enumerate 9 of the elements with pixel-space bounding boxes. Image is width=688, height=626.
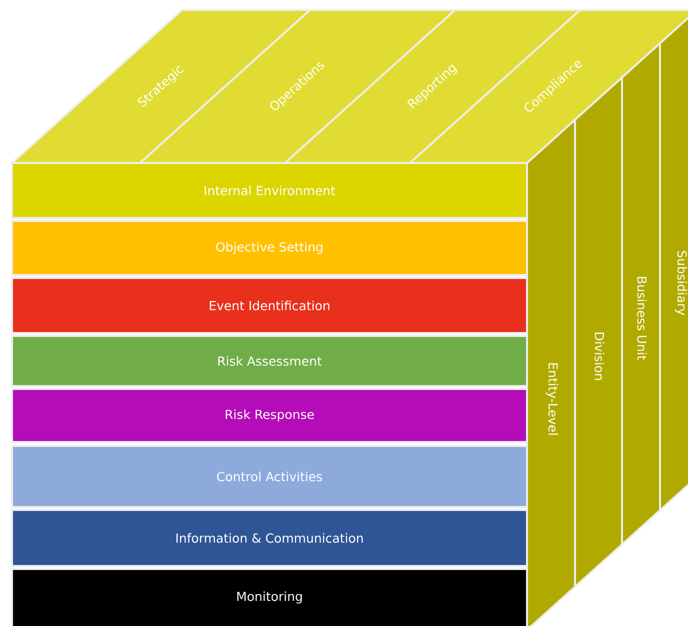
layer-band: Control Activities <box>11 445 528 508</box>
layer-band: Risk Assessment <box>11 334 528 387</box>
layer-band: Event Identification <box>11 277 528 334</box>
layer-band: Monitoring <box>11 568 528 626</box>
layer-band: Internal Environment <box>11 162 528 219</box>
layer-band: Risk Response <box>11 388 528 443</box>
layer-band: Information & Communication <box>11 508 528 567</box>
layer-band: Objective Setting <box>11 220 528 276</box>
unit-face: Entity-Level <box>526 118 576 626</box>
